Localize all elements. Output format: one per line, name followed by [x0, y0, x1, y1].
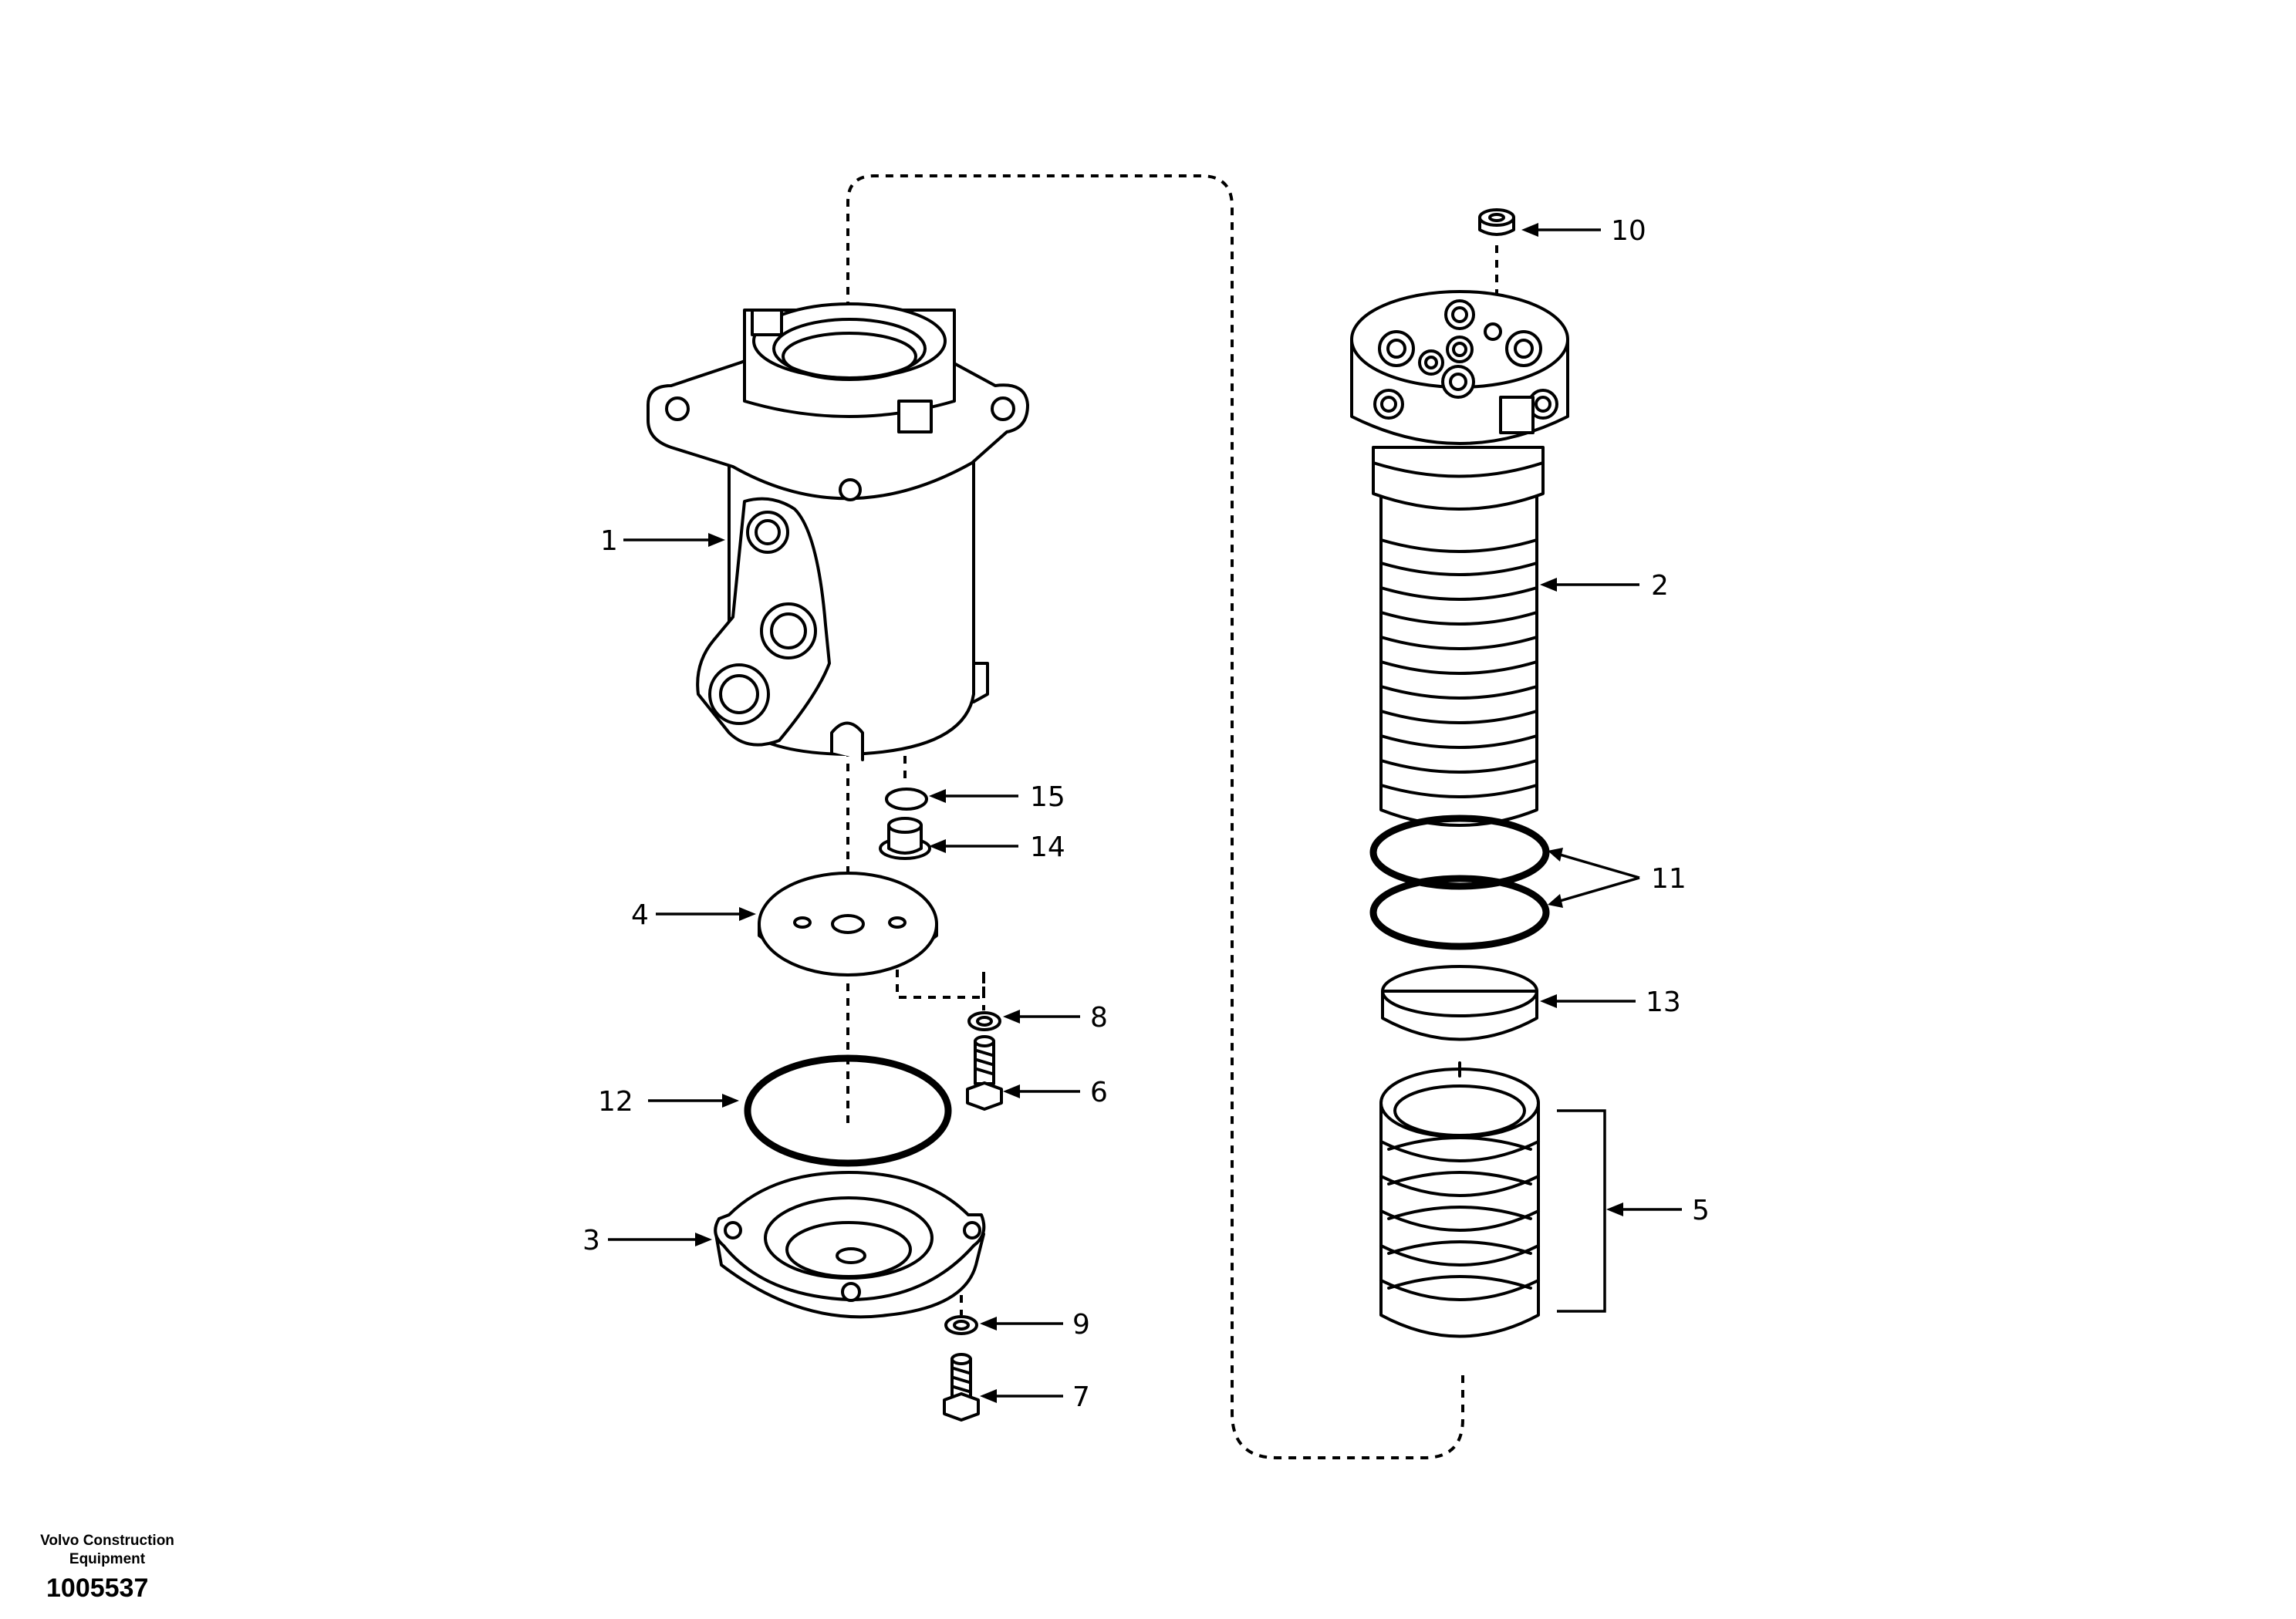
callout-9: 9 — [1072, 1309, 1090, 1341]
callout-1: 1 — [600, 525, 618, 557]
callout-15: 15 — [1030, 781, 1065, 813]
part-13-band — [1381, 965, 1538, 1041]
callout-11: 11 — [1651, 863, 1687, 895]
part-8-washer — [967, 1011, 1001, 1031]
callout-12: 12 — [598, 1086, 633, 1118]
callout-8: 8 — [1090, 1002, 1108, 1034]
callout-10: 10 — [1611, 215, 1646, 247]
part-5-seal-set — [1379, 1061, 1540, 1338]
callout-13: 13 — [1646, 987, 1681, 1018]
part-1-housing — [647, 302, 1029, 761]
axis-dash-bolt — [896, 926, 985, 1010]
assembly-path-loop — [846, 174, 1464, 1459]
part-15-o-ring — [885, 788, 928, 811]
part-2-rotor — [1350, 290, 1569, 827]
callout-2: 2 — [1651, 570, 1669, 602]
part-10-plug — [1478, 208, 1515, 236]
part-11-o-rings — [1369, 815, 1550, 950]
part-9-washer — [944, 1315, 978, 1335]
part-12-ring — [744, 1054, 952, 1167]
callout-7: 7 — [1072, 1381, 1090, 1413]
drawing-number: 1005537 — [46, 1573, 149, 1603]
leader-lines — [608, 223, 1682, 1403]
part-3-cover — [714, 1171, 986, 1319]
callout-3: 3 — [582, 1225, 600, 1256]
callout-14: 14 — [1030, 831, 1065, 863]
part-4-plate — [758, 872, 938, 976]
callout-6: 6 — [1090, 1077, 1108, 1108]
company-name: Volvo Construction Equipment — [40, 1533, 174, 1567]
part-7-bolt — [943, 1353, 980, 1422]
part-6-bolt — [966, 1035, 1003, 1111]
callout-4: 4 — [631, 899, 649, 931]
part-14-plug — [879, 817, 931, 860]
callout-5: 5 — [1692, 1195, 1710, 1226]
